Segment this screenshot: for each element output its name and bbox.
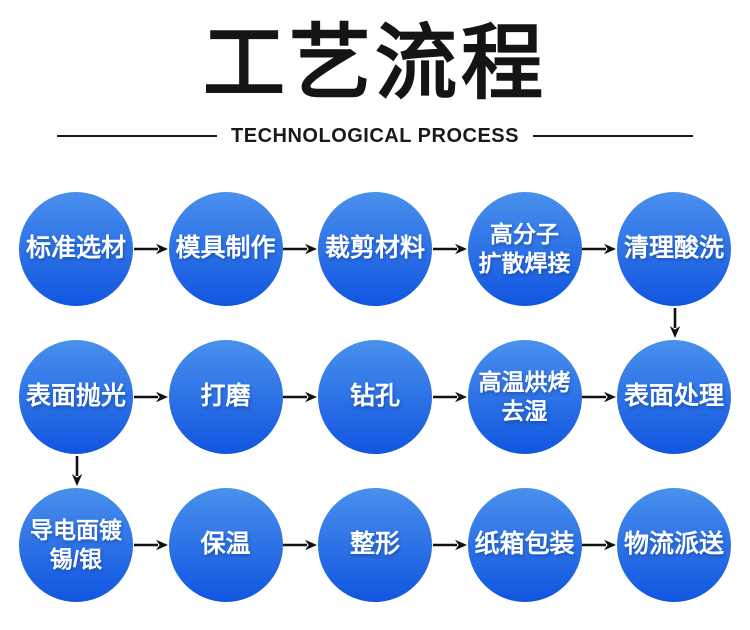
step-circle-insulation: 保温	[168, 488, 283, 602]
step-circle-drilling: 钻孔	[318, 340, 432, 454]
subtitle-line-left	[57, 135, 218, 137]
process-flow-diagram: 标准选材 模具制作 裁剪材料 高分子 扩散焊接	[0, 192, 750, 602]
step-label-line2: 扩散焊接	[478, 250, 571, 276]
flow-row-1: 标准选材 模具制作 裁剪材料 高分子 扩散焊接	[0, 192, 750, 306]
arrow-down-icon	[669, 308, 681, 338]
step-label: 整形	[349, 530, 400, 559]
arrow-right-icon	[582, 243, 618, 255]
step-circle-logistics-delivery: 物流派送	[617, 488, 731, 602]
step-circle-cutting-material: 裁剪材料	[318, 192, 432, 306]
step-label: 裁剪材料	[324, 234, 425, 263]
step-label: 表面抛光	[25, 382, 126, 411]
arrow-right-icon	[283, 539, 319, 551]
step-label: 表面处理	[623, 382, 724, 411]
page-subtitle: TECHNOLOGICAL PROCESS	[231, 124, 519, 147]
flow-row-2: 表面抛光 打磨 钻孔 高温烘烤 去湿	[0, 340, 750, 454]
flow-row-3: 导电面镀 锡/银 保温 整形 纸箱包装	[0, 488, 750, 602]
arrow-down-icon	[71, 456, 83, 486]
arrow-right-icon	[432, 391, 468, 403]
step-circle-material-selection: 标准选材	[19, 192, 133, 306]
arrow-right-icon	[133, 391, 169, 403]
step-label: 清理酸洗	[623, 234, 724, 263]
step-label: 纸箱包装	[474, 530, 575, 559]
arrow-right-icon	[133, 539, 169, 551]
step-circle-shaping: 整形	[318, 488, 432, 602]
step-label: 导电面镀	[30, 517, 122, 544]
arrow-right-icon	[432, 539, 468, 551]
step-label-line2: 锡/银	[49, 546, 103, 572]
step-circle-carton-packing: 纸箱包装	[467, 488, 582, 602]
step-label: 高温烘烤	[478, 369, 571, 396]
step-label: 钻孔	[349, 382, 400, 411]
step-circle-grinding: 打磨	[168, 340, 283, 454]
subtitle-line-right	[532, 135, 693, 137]
step-label: 保温	[200, 530, 251, 559]
step-label: 标准选材	[25, 234, 126, 263]
step-label-line2: 去湿	[501, 398, 548, 424]
page-title: 工艺流程	[202, 18, 547, 109]
step-label: 高分子	[490, 221, 559, 248]
arrow-right-icon	[582, 539, 618, 551]
step-circle-conductive-plating: 导电面镀 锡/银	[19, 488, 133, 602]
arrow-right-icon	[283, 243, 319, 255]
step-label: 打磨	[200, 382, 251, 411]
arrow-right-icon	[432, 243, 468, 255]
step-circle-diffusion-welding: 高分子 扩散焊接	[467, 192, 582, 306]
subtitle-row: TECHNOLOGICAL PROCESS	[0, 124, 750, 148]
arrow-right-icon	[133, 243, 169, 255]
step-circle-surface-polishing: 表面抛光	[19, 340, 133, 454]
step-circle-mold-making: 模具制作	[168, 192, 283, 306]
arrow-right-icon	[582, 391, 618, 403]
step-label: 模具制作	[175, 234, 276, 263]
arrow-right-icon	[283, 391, 319, 403]
step-label: 物流派送	[623, 530, 724, 559]
step-circle-acid-cleaning: 清理酸洗	[617, 192, 731, 306]
step-circle-high-temp-baking: 高温烘烤 去湿	[467, 340, 582, 454]
step-circle-surface-treatment: 表面处理	[617, 340, 731, 454]
